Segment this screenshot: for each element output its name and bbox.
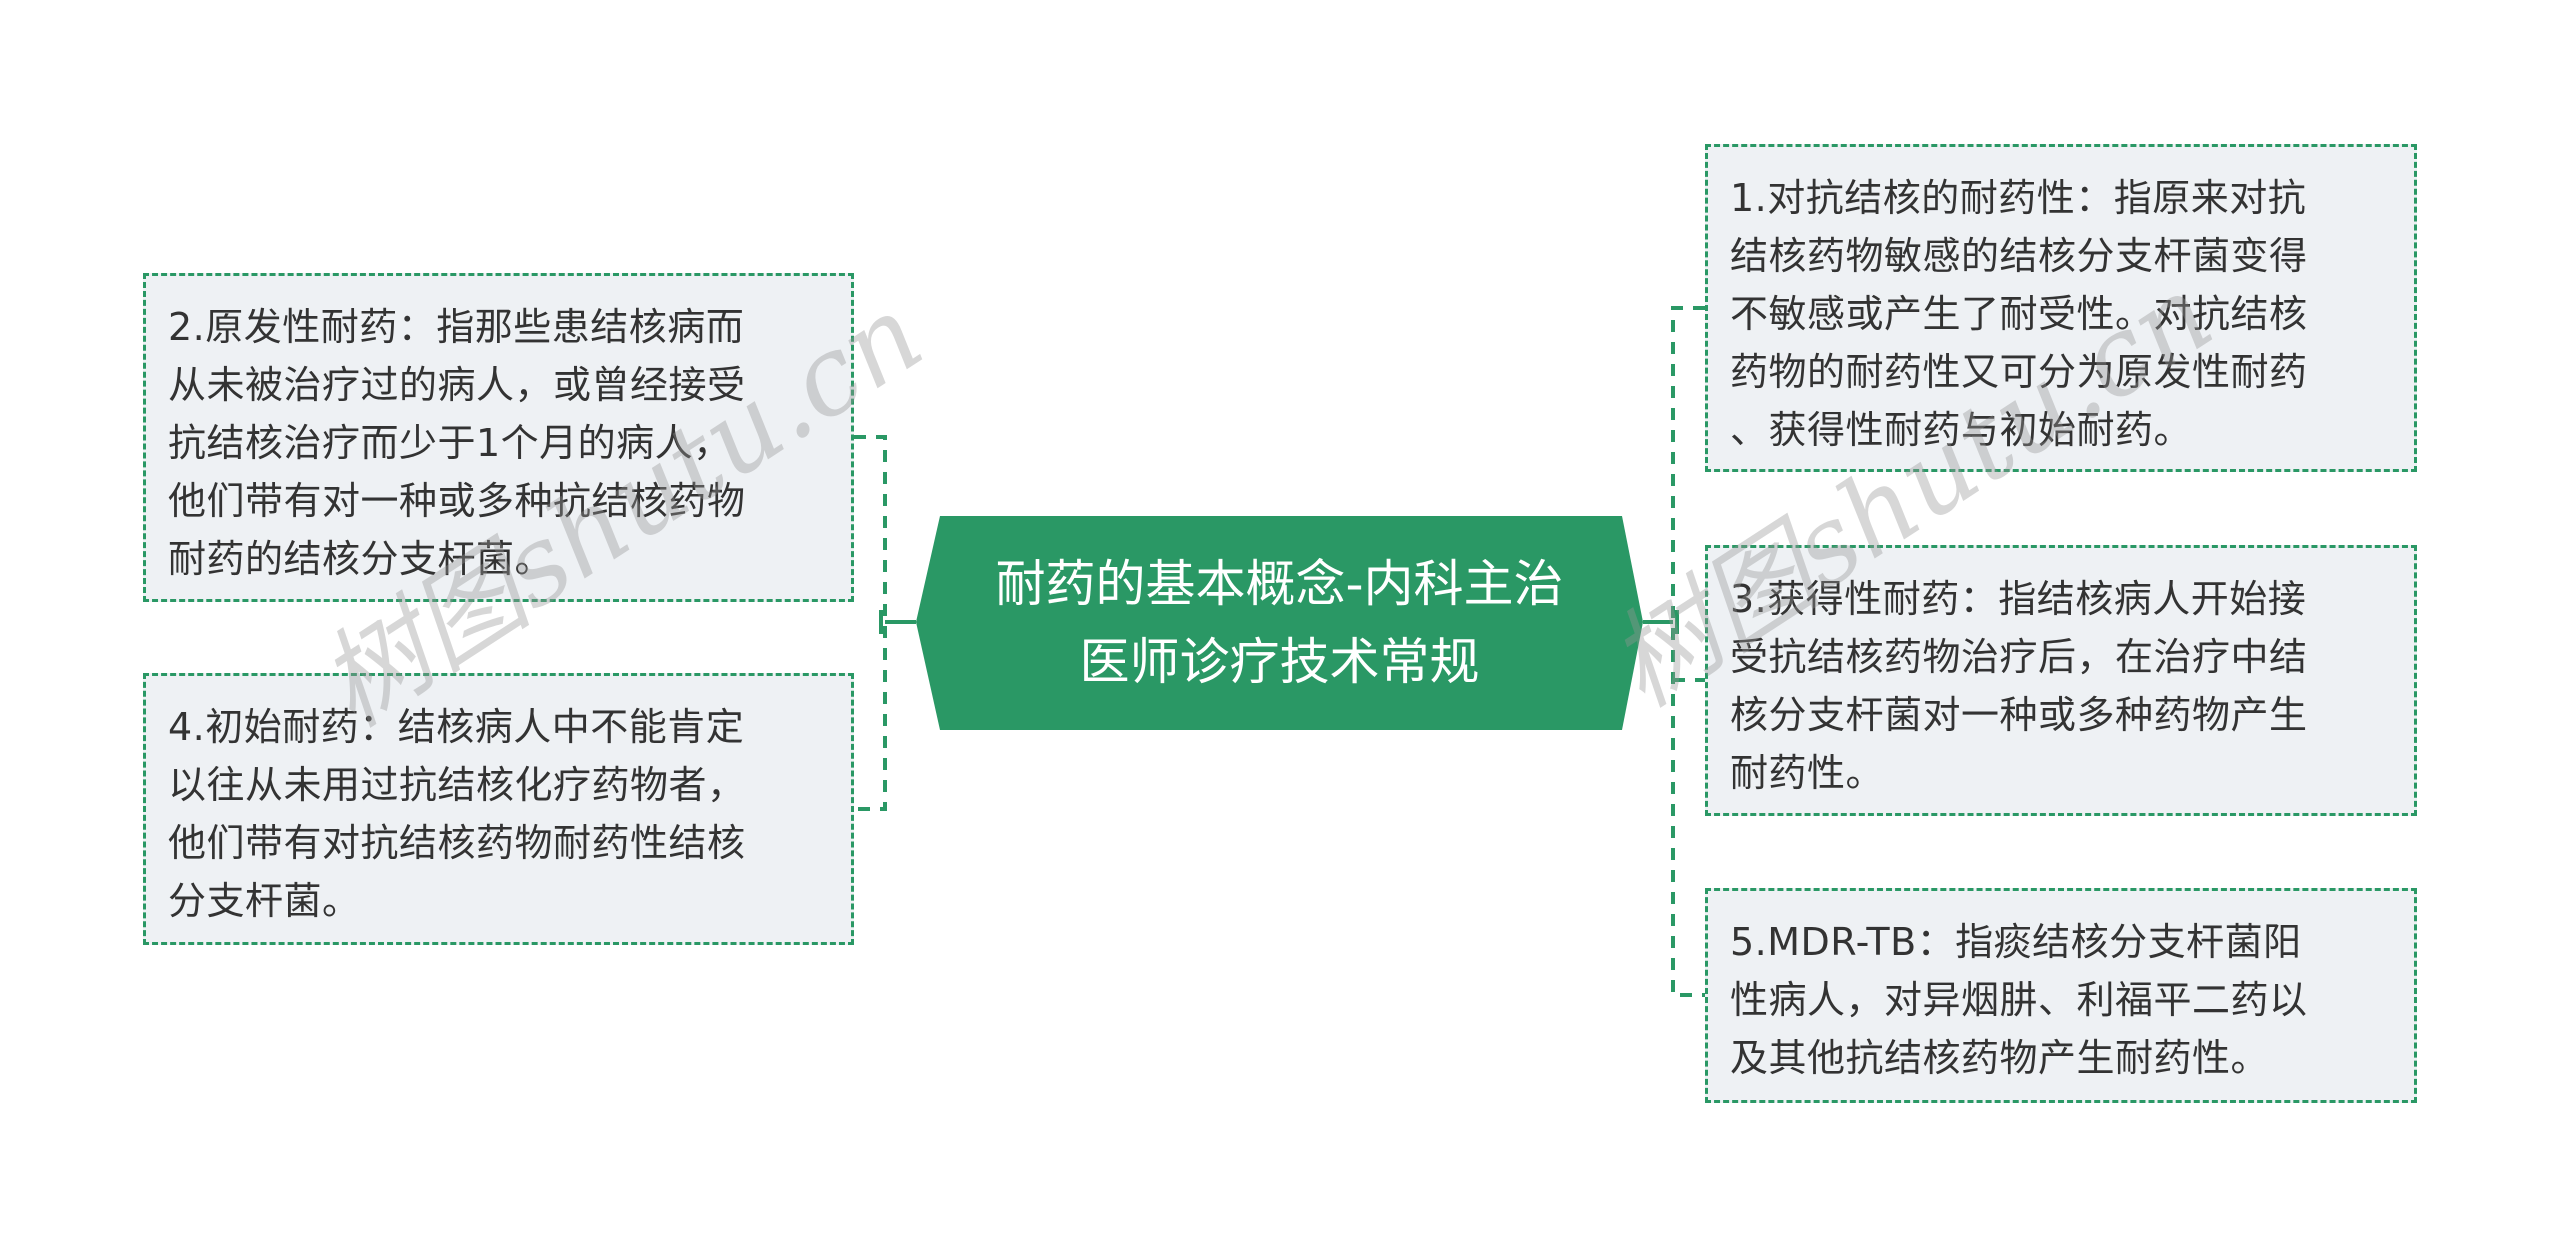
topic-text-line: 受抗结核药物治疗后，在治疗中结 <box>1730 635 2308 679</box>
topic-text-line: 耐药性。 <box>1730 751 1885 795</box>
topic-text-line: 耐药的结核分支杆菌。 <box>168 537 554 581</box>
root-title-line-1: 耐药的基本概念-内科主治 <box>995 555 1564 613</box>
topic-text-line: 性病人，对异烟肼、利福平二药以 <box>1730 978 2308 1022</box>
root-topic[interactable]: 耐药的基本概念-内科主治 医师诊疗技术常规 <box>916 516 1643 730</box>
connector-left-bracket <box>854 435 887 811</box>
topic-text-line: 2.原发性耐药：指那些患结核病而 <box>168 305 745 349</box>
root-title-line-2: 医师诊疗技术常规 <box>1079 633 1480 691</box>
topic-text-line: 、获得性耐药与初始耐药。 <box>1730 408 2193 452</box>
topic-text-line: 分支杆菌。 <box>168 879 361 923</box>
topic-text-line: 抗结核治疗而少于1个月的病人， <box>168 421 732 465</box>
topic-text-line: 不敏感或产生了耐受性。对抗结核 <box>1730 292 2308 336</box>
topic-antituberculosis-resistance[interactable]: 1.对抗结核的耐药性：指原来对抗 结核药物敏感的结核分支杆菌变得 不敏感或产生了… <box>1705 144 2417 472</box>
topic-text-line: 5.MDR-TB：指痰结核分支杆菌阳 <box>1730 920 2302 964</box>
topic-text-line: 及其他抗结核药物产生耐药性。 <box>1730 1036 2270 1080</box>
topic-acquired-resistance[interactable]: 3.获得性耐药：指结核病人开始接 受抗结核药物治疗后，在治疗中结 核分支杆菌对一… <box>1705 545 2417 816</box>
topic-text-line: 结核药物敏感的结核分支杆菌变得 <box>1730 234 2308 278</box>
topic-text-line: 他们带有对抗结核药物耐药性结核 <box>168 821 746 865</box>
topic-text-line: 以往从未用过抗结核化疗药物者， <box>168 763 746 807</box>
root-title: 耐药的基本概念-内科主治 医师诊疗技术常规 <box>916 516 1643 730</box>
topic-text-line: 他们带有对一种或多种抗结核药物 <box>168 479 746 523</box>
topic-mdr-tb[interactable]: 5.MDR-TB：指痰结核分支杆菌阳 性病人，对异烟肼、利福平二药以 及其他抗结… <box>1705 888 2417 1103</box>
topic-text-line: 4.初始耐药：结核病人中不能肯定 <box>168 705 745 749</box>
topic-text-line: 1.对抗结核的耐药性：指原来对抗 <box>1730 176 2307 220</box>
root-hexagon-shape <box>916 516 1643 730</box>
topic-text-line: 核分支杆菌对一种或多种药物产生 <box>1730 693 2308 737</box>
connector-right-bracket <box>1671 306 1705 997</box>
topic-text-line: 3.获得性耐药：指结核病人开始接 <box>1730 577 2307 621</box>
topic-text-line: 从未被治疗过的病人，或曾经接受 <box>168 363 746 407</box>
topic-primary-resistance[interactable]: 2.原发性耐药：指那些患结核病而 从未被治疗过的病人，或曾经接受 抗结核治疗而少… <box>143 273 854 602</box>
topic-text-line: 药物的耐药性又可分为原发性耐药 <box>1730 350 2308 394</box>
topic-initial-resistance[interactable]: 4.初始耐药：结核病人中不能肯定 以往从未用过抗结核化疗药物者， 他们带有对抗结… <box>143 673 854 945</box>
